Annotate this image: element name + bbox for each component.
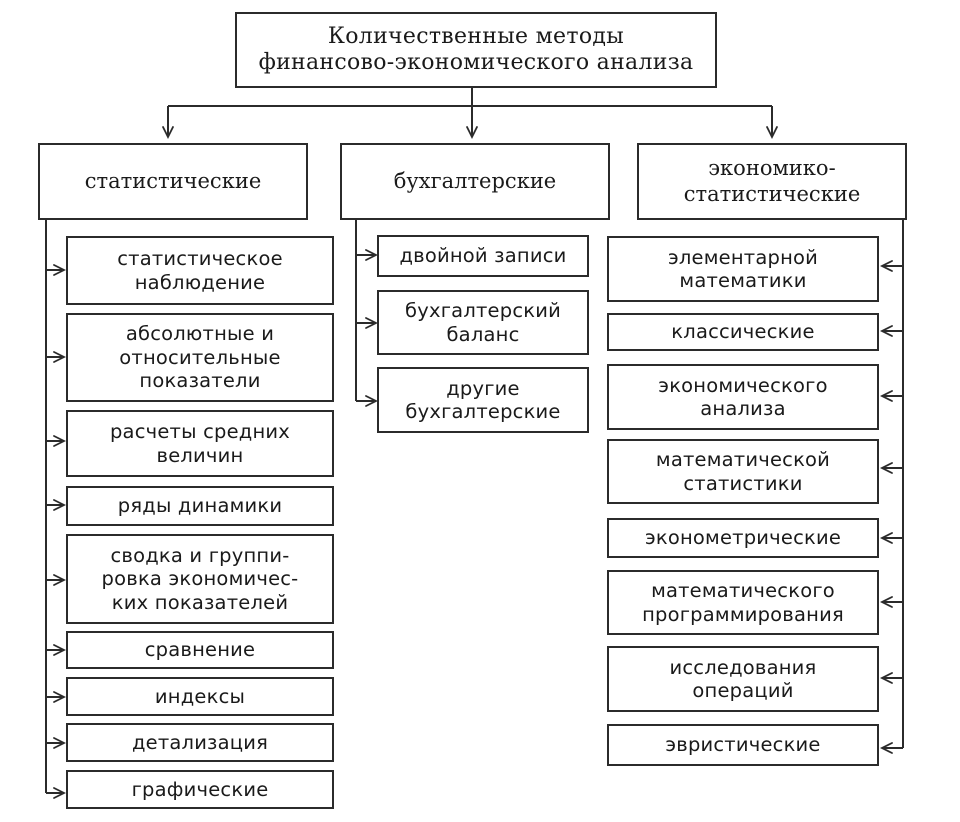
method-heuristic: эвристические bbox=[607, 724, 879, 766]
method-average-values: расчеты средних величин bbox=[66, 410, 334, 477]
method-operations-research: исследования операций bbox=[607, 646, 879, 712]
method-math-statistics: математической статистики bbox=[607, 439, 879, 504]
method-detailing: детализация bbox=[66, 723, 334, 762]
method-econometric: эконометрические bbox=[607, 518, 879, 558]
method-absolute-relative-indicators: абсолютные и относительные показатели bbox=[66, 313, 334, 402]
method-time-series: ряды динамики bbox=[66, 486, 334, 526]
method-elementary-math: элементарной математики bbox=[607, 236, 879, 302]
method-grouping: сводка и группи- ровка экономичес- ких п… bbox=[66, 534, 334, 624]
method-other-accounting: другие бухгалтерские bbox=[377, 367, 589, 433]
category-statistical: статистические bbox=[38, 143, 308, 220]
method-math-programming: математического программирования bbox=[607, 570, 879, 635]
method-double-entry: двойной записи bbox=[377, 235, 589, 277]
method-balance-sheet: бухгалтерский баланс bbox=[377, 290, 589, 355]
method-graphical: графические bbox=[66, 770, 334, 809]
method-comparison: сравнение bbox=[66, 631, 334, 669]
method-statistical-observation: статистическое наблюдение bbox=[66, 236, 334, 305]
method-classical: классические bbox=[607, 313, 879, 351]
diagram-title-box: Количественные методы финансово-экономич… bbox=[235, 12, 717, 88]
method-economic-analysis: экономического анализа bbox=[607, 364, 879, 430]
category-econ-statistical: экономико- статистические bbox=[637, 143, 907, 220]
method-indices: индексы bbox=[66, 677, 334, 716]
category-accounting: бухгалтерские bbox=[340, 143, 610, 220]
